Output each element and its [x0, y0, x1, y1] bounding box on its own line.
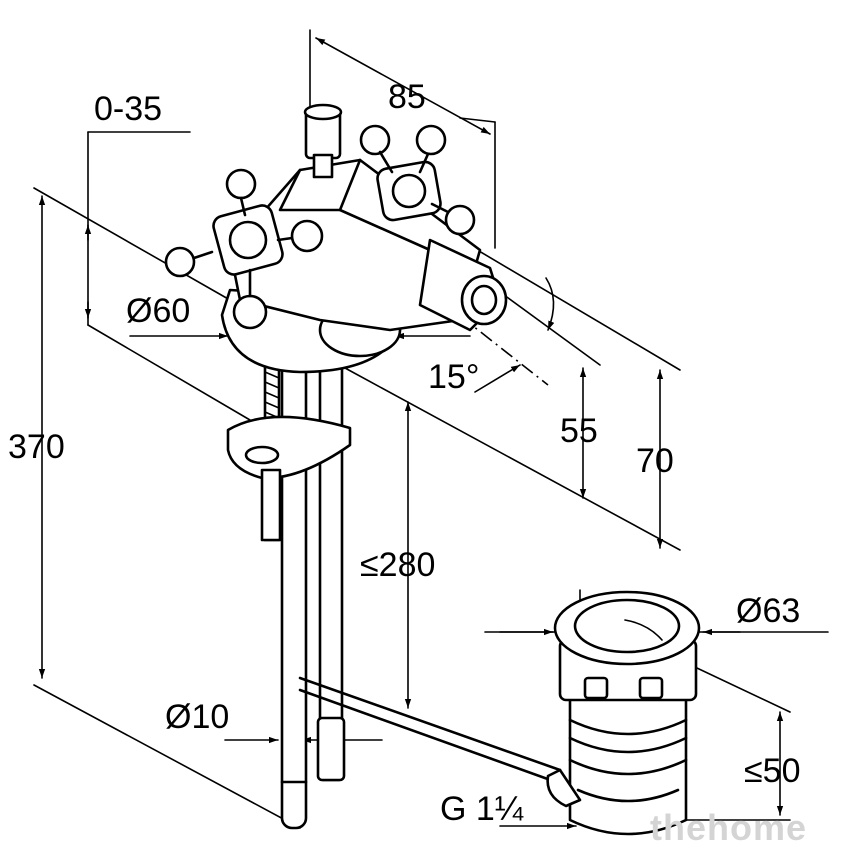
dimension-arrows	[38, 37, 784, 830]
right-cross-handle	[359, 124, 476, 236]
label-total-height: 370	[8, 428, 65, 466]
supply-pipe	[280, 338, 308, 830]
left-cross-handle	[164, 168, 324, 330]
label-projection: 0-35	[94, 90, 162, 128]
label-drain-diameter: Ø63	[736, 592, 800, 630]
label-angle: 15°	[428, 358, 479, 396]
label-thread: G 1¼	[440, 790, 524, 828]
label-rod-length: ≤280	[360, 546, 435, 584]
watermark: thehome	[650, 807, 807, 848]
label-pipe-diameter: Ø10	[165, 698, 229, 736]
label-depth: 85	[388, 78, 426, 116]
dimension-labels: 85 0-35 Ø60 370 15° 55 70 ≤280 Ø10 Ø63 ≤…	[8, 78, 800, 828]
label-spout-height: 55	[560, 412, 598, 450]
extension-lines	[33, 29, 829, 829]
label-body-height: 70	[636, 442, 674, 480]
label-base-diameter: Ø60	[126, 292, 190, 330]
mixer-body	[164, 103, 562, 830]
drain-valve	[546, 590, 701, 836]
pop-up-rod	[318, 338, 344, 782]
label-drain-height: ≤50	[744, 752, 800, 790]
